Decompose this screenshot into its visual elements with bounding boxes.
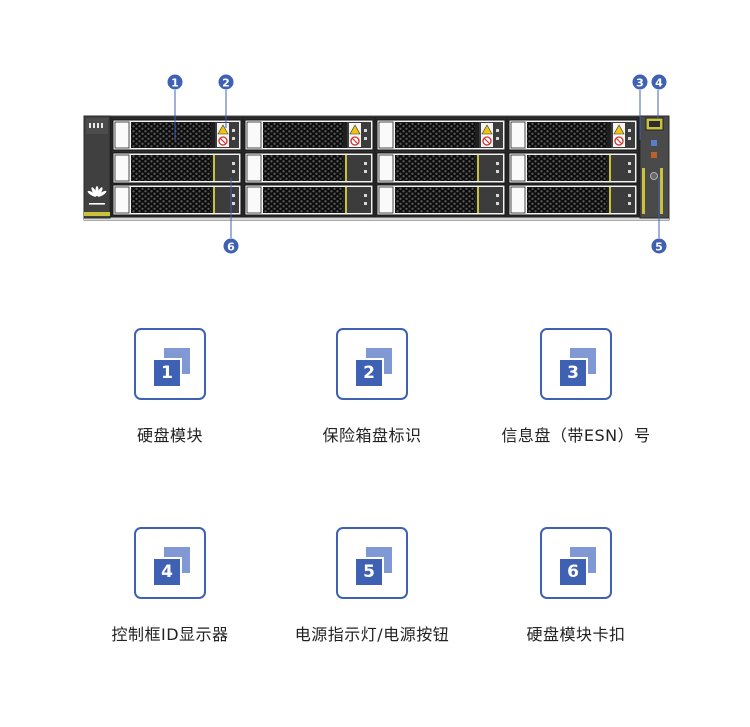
legend-number-box: 3 xyxy=(540,328,612,400)
drive-module[interactable] xyxy=(112,184,242,216)
callout-number: 6 xyxy=(227,240,235,253)
vault-disk-warning-icon xyxy=(613,123,625,147)
legend-number: 5 xyxy=(356,557,384,585)
drive-module[interactable] xyxy=(508,119,638,151)
legend-number-box: 4 xyxy=(134,527,206,599)
legend-item-5: 5 电源指示灯/电源按钮 xyxy=(252,527,492,645)
status-led-blue xyxy=(651,140,657,146)
stacked-squares-icon: 6 xyxy=(560,547,598,585)
legend-number-box: 5 xyxy=(336,527,408,599)
drive-module[interactable] xyxy=(376,184,506,216)
legend-label: 信息盘（带ESN）号 xyxy=(501,426,651,445)
legend-label: 硬盘模块 xyxy=(136,426,203,445)
stacked-squares-icon: 4 xyxy=(154,547,192,585)
callout-number: 1 xyxy=(171,76,179,89)
huawei-logo-icon xyxy=(87,186,107,205)
legend-number: 4 xyxy=(154,557,182,585)
drive-module[interactable] xyxy=(508,184,638,216)
legend-number: 3 xyxy=(560,358,588,386)
callout-number: 4 xyxy=(655,76,663,89)
drive-module[interactable] xyxy=(508,152,638,184)
callout-number: 5 xyxy=(655,240,663,253)
callout-5: 5 xyxy=(651,238,667,254)
legend-number: 1 xyxy=(154,358,182,386)
callout-number: 2 xyxy=(222,76,230,89)
legend-number: 6 xyxy=(560,557,588,585)
vault-disk-warning-icon xyxy=(481,123,493,147)
callout-6: 6 xyxy=(223,238,239,254)
callout-4: 4 xyxy=(651,74,667,90)
drive-module[interactable] xyxy=(244,152,374,184)
legend-item-1: 1 硬盘模块 xyxy=(50,328,290,446)
status-led-icon xyxy=(89,123,103,128)
callout-number: 3 xyxy=(636,76,644,89)
legend-item-4: 4 控制框ID显示器 xyxy=(50,527,290,645)
drive-module[interactable] xyxy=(112,152,242,184)
vault-disk-warning-icon xyxy=(349,123,361,147)
legend-number-box: 6 xyxy=(540,527,612,599)
callout-2: 2 xyxy=(218,74,234,90)
stacked-squares-icon: 2 xyxy=(356,348,394,386)
status-led-orange xyxy=(651,152,657,158)
vault-disk-warning-icon xyxy=(217,123,229,147)
stacked-squares-icon: 3 xyxy=(560,348,598,386)
legend-item-3: 3 信息盘（带ESN）号 xyxy=(456,328,696,446)
stacked-squares-icon: 1 xyxy=(154,348,192,386)
legend-item-2: 2 保险箱盘标识 xyxy=(252,328,492,446)
legend-number: 2 xyxy=(356,358,384,386)
drive-bays xyxy=(110,116,640,218)
legend-item-6: 6 硬盘模块卡扣 xyxy=(456,527,696,645)
legend-label: 硬盘模块卡扣 xyxy=(526,625,626,644)
legend-label: 保险箱盘标识 xyxy=(322,426,422,445)
drive-module[interactable] xyxy=(244,184,374,216)
callout-3: 3 xyxy=(632,74,648,90)
drive-module[interactable] xyxy=(244,119,374,151)
legend-number-box: 1 xyxy=(134,328,206,400)
legend-number-box: 2 xyxy=(336,328,408,400)
callout-1: 1 xyxy=(167,74,183,90)
drive-module[interactable] xyxy=(376,152,506,184)
power-button-icon xyxy=(650,172,658,180)
drive-module[interactable] xyxy=(112,119,242,151)
stacked-squares-icon: 5 xyxy=(356,547,394,585)
drive-module[interactable] xyxy=(376,119,506,151)
legend-label: 控制框ID显示器 xyxy=(111,625,229,644)
legend-label: 电源指示灯/电源按钮 xyxy=(294,625,450,644)
